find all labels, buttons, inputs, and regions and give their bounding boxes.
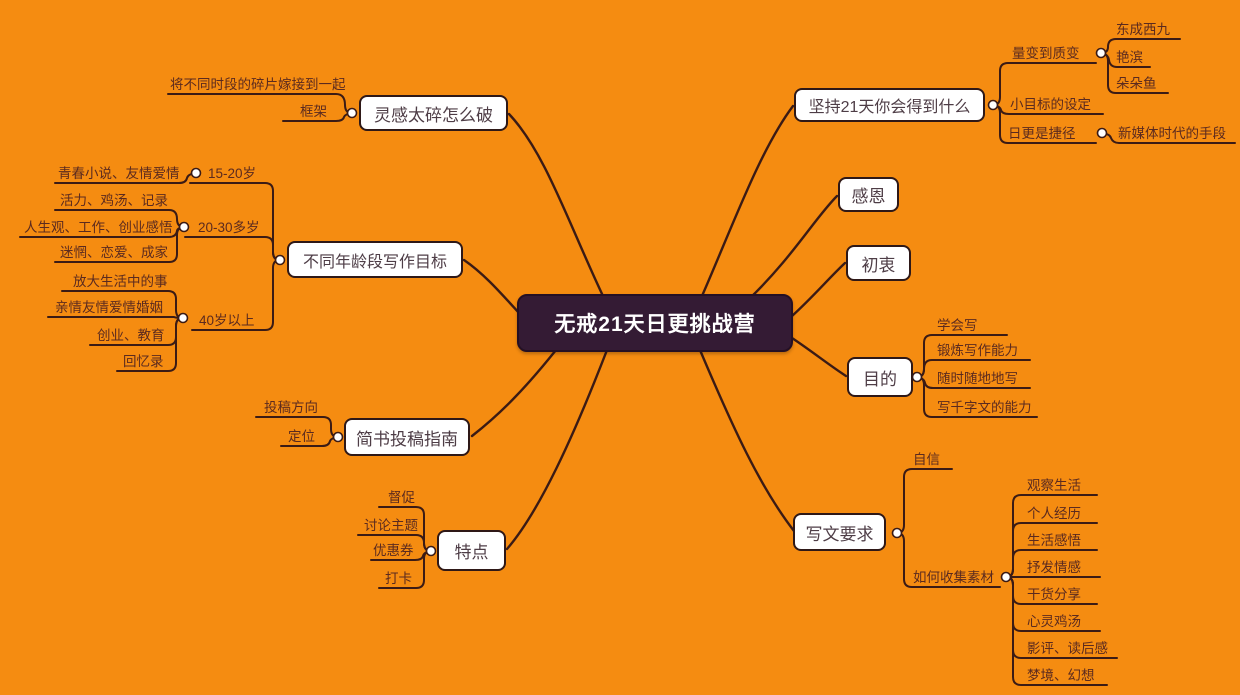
node-quantitative-change[interactable]: 量变到质变 <box>1012 46 1080 61</box>
collapse-handle-dailyupdate[interactable] <box>1096 127 1108 139</box>
edge-center-to-jianshu <box>470 348 558 438</box>
collapse-handle-inspiration[interactable] <box>346 107 358 119</box>
node-vitality-records[interactable]: 活力、鸡汤、记录 <box>60 193 168 208</box>
edge-center-to-features <box>505 348 609 551</box>
node-persist-21-days[interactable]: 坚持21天你会得到什么 <box>794 88 985 122</box>
collapse-handle-persist[interactable] <box>987 99 999 111</box>
edge-center-to-intention <box>790 261 847 318</box>
node-coupon[interactable]: 优惠券 <box>373 543 414 558</box>
collapse-handle-jianshu[interactable] <box>332 431 344 443</box>
node-gratitude[interactable]: 感恩 <box>838 177 899 212</box>
node-daily-update-shortcut[interactable]: 日更是捷径 <box>1008 126 1076 141</box>
node-express-emotion[interactable]: 抒发情感 <box>1027 560 1081 575</box>
node-check-in[interactable]: 打卡 <box>385 571 412 586</box>
edge-writingreq-confidence <box>896 468 953 534</box>
collapse-handle-2030[interactable] <box>178 221 190 233</box>
node-family-love-marriage[interactable]: 亲情友情爱情婚姻 <box>55 300 163 315</box>
node-purpose[interactable]: 目的 <box>847 357 913 397</box>
node-train-writing-ability[interactable]: 锻炼写作能力 <box>937 343 1018 358</box>
node-write-anytime[interactable]: 随时随地地写 <box>937 371 1018 386</box>
collapse-handle-1520[interactable] <box>190 167 202 179</box>
collapse-handle-purpose[interactable] <box>911 371 923 383</box>
node-observe-life[interactable]: 观察生活 <box>1027 478 1081 493</box>
node-dongchengxijiu[interactable]: 东成西九 <box>1116 22 1170 37</box>
node-new-media-means[interactable]: 新媒体时代的手段 <box>1118 126 1226 141</box>
node-personal-experience[interactable]: 个人经历 <box>1027 506 1081 521</box>
node-practical-sharing[interactable]: 干货分享 <box>1027 587 1081 602</box>
node-age-15-20[interactable]: 15-20岁 <box>208 166 257 181</box>
edge-center-to-gratitude <box>746 194 839 302</box>
node-thousand-words-ability[interactable]: 写千字文的能力 <box>937 400 1032 415</box>
node-writing-requirements[interactable]: 写文要求 <box>793 513 886 551</box>
edge-center-to-writing-req <box>698 348 796 533</box>
node-age-writing-goals[interactable]: 不同年龄段写作目标 <box>287 241 463 278</box>
node-amplify-life-events[interactable]: 放大生活中的事 <box>73 274 168 289</box>
node-chicken-soup[interactable]: 心灵鸡汤 <box>1027 614 1081 629</box>
edge-center-to-age-goals <box>462 258 521 315</box>
node-framework[interactable]: 框架 <box>300 104 327 119</box>
node-life-insight[interactable]: 生活感悟 <box>1027 533 1081 548</box>
node-film-book-review[interactable]: 影评、读后感 <box>1027 641 1108 656</box>
node-youth-novel[interactable]: 青春小说、友情爱情 <box>58 166 180 181</box>
node-dream-fantasy[interactable]: 梦境、幻想 <box>1027 668 1095 683</box>
edge-center-to-inspiration <box>507 112 605 298</box>
node-graft-fragments[interactable]: 将不同时段的碎片嫁接到一起 <box>170 77 346 92</box>
node-confusion-love-family[interactable]: 迷惘、恋爱、成家 <box>60 245 168 260</box>
node-memoir[interactable]: 回忆录 <box>123 354 164 369</box>
node-discussion-topics[interactable]: 讨论主题 <box>364 518 418 533</box>
collapse-handle-quantchange[interactable] <box>1095 47 1107 59</box>
edge-center-to-persist <box>700 104 795 298</box>
node-duoduoyu[interactable]: 朵朵鱼 <box>1116 76 1157 91</box>
node-original-intention[interactable]: 初衷 <box>846 245 911 281</box>
collapse-handle-40[interactable] <box>177 312 189 324</box>
node-age-40-plus[interactable]: 40岁以上 <box>199 313 255 328</box>
edge-agegoals-2030 <box>184 236 281 261</box>
collapse-handle-agegoals[interactable] <box>274 254 286 266</box>
node-features[interactable]: 特点 <box>437 530 506 571</box>
node-center-topic[interactable]: 无戒21天日更挑战营 <box>517 294 793 352</box>
collapse-handle-writingreq[interactable] <box>891 527 903 539</box>
node-startup-education[interactable]: 创业、教育 <box>97 328 165 343</box>
node-life-philosophy[interactable]: 人生观、工作、创业感悟 <box>24 220 173 235</box>
node-supervision[interactable]: 督促 <box>388 490 415 505</box>
node-collect-material[interactable]: 如何收集素材 <box>913 570 994 585</box>
edge-center-to-purpose <box>790 336 848 378</box>
node-yanbin[interactable]: 艳滨 <box>1116 50 1143 65</box>
edge-40-family <box>47 316 184 319</box>
node-age-20-30[interactable]: 20-30多岁 <box>198 220 260 235</box>
node-small-goal-setting[interactable]: 小目标的设定 <box>1010 97 1091 112</box>
node-fragmented-inspiration[interactable]: 灵感太碎怎么破 <box>359 95 508 131</box>
collapse-handle-features[interactable] <box>425 545 437 557</box>
node-learn-to-write[interactable]: 学会写 <box>937 318 978 333</box>
node-jianshu-guide[interactable]: 简书投稿指南 <box>344 418 470 456</box>
collapse-handle-collect[interactable] <box>1000 571 1012 583</box>
node-confidence[interactable]: 自信 <box>913 452 940 467</box>
node-submission-direction[interactable]: 投稿方向 <box>264 400 318 415</box>
node-positioning[interactable]: 定位 <box>288 429 315 444</box>
